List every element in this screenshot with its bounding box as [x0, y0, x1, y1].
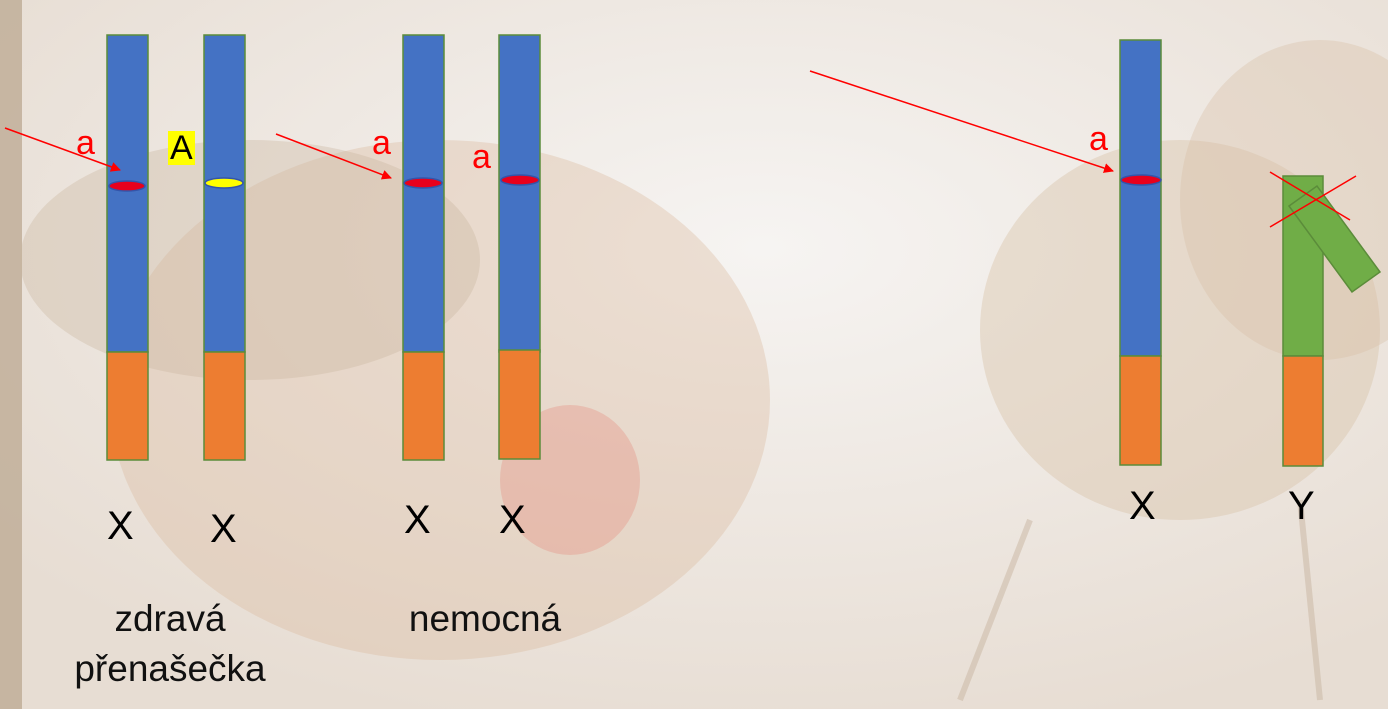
caption-affected: nemocná — [380, 594, 590, 644]
dominant-allele-marker — [204, 177, 244, 189]
allele-label: a — [1089, 120, 1108, 158]
recessive-allele-marker — [1120, 174, 1162, 186]
chromosome-x-1 — [106, 34, 149, 461]
recessive-allele-marker — [403, 177, 443, 189]
caption-healthy-carrier: zdravá přenašečka — [60, 594, 280, 694]
allele-label: a — [472, 138, 491, 176]
caption-line: přenašečka — [74, 647, 266, 689]
chromosome-y — [1269, 171, 1382, 467]
pointer-arrow — [4, 127, 121, 172]
chromosome-type-label: X — [499, 498, 526, 542]
recessive-allele-marker — [108, 180, 146, 192]
caption-line: nemocná — [408, 598, 562, 639]
pointer-arrow — [809, 70, 1114, 173]
chromosome-x-3 — [402, 34, 445, 461]
chromosome-type-label: X — [107, 504, 134, 548]
allele-label: a — [372, 124, 391, 162]
pointer-arrow — [275, 133, 392, 180]
cross-out-line — [1269, 175, 1357, 228]
chromosome-x-5 — [1119, 39, 1162, 466]
allele-label: a — [76, 124, 95, 162]
chromosome-x-2 — [203, 34, 246, 461]
caption-line: zdravá — [114, 598, 226, 639]
chromosome-type-label: X — [1129, 484, 1156, 528]
broken-y-fragment — [1287, 184, 1382, 294]
chromosome-type-label: X — [210, 507, 237, 551]
chromosome-x-4 — [498, 34, 541, 460]
allele-label-highlighted: A — [168, 129, 195, 167]
recessive-allele-marker — [500, 174, 540, 186]
chromosome-type-label: Y — [1288, 484, 1315, 528]
chromosome-type-label: X — [404, 498, 431, 542]
cross-out-line — [1269, 171, 1351, 221]
